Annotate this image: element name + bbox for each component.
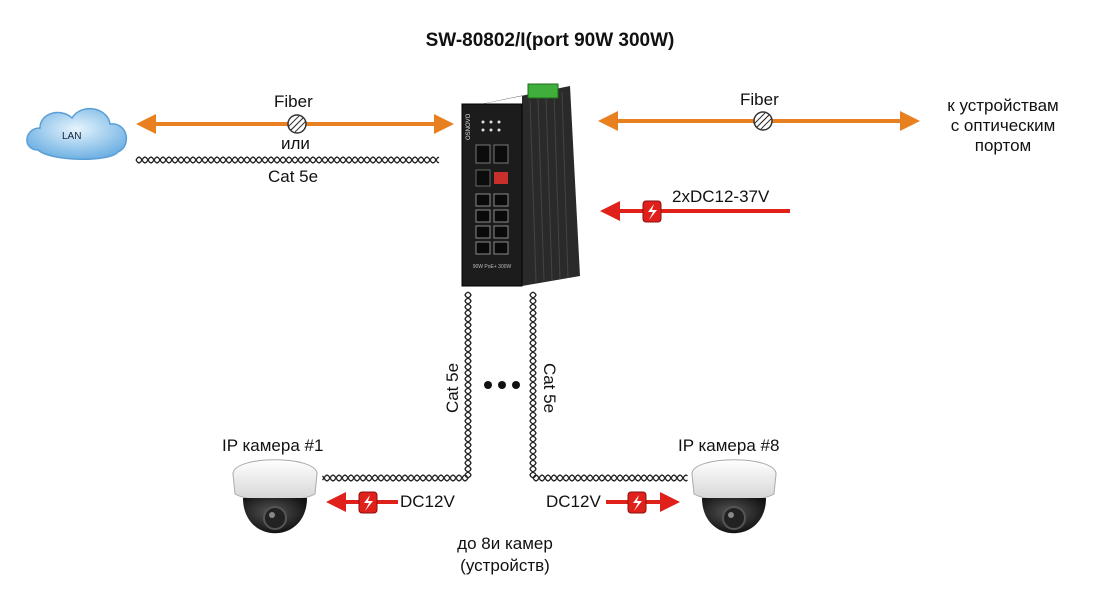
rj45-port-6 (493, 225, 509, 239)
fiber-right-label: Fiber (740, 90, 779, 109)
ip-camera-1-icon (232, 459, 318, 534)
fiber-left-label: Fiber (274, 92, 313, 111)
fiber-connector-right-icon (753, 111, 773, 131)
rj45-port-8 (493, 241, 509, 255)
ip-camera-8-icon (691, 459, 777, 534)
rj45-port-4 (493, 209, 509, 223)
rj45-port-3 (475, 209, 491, 223)
lightning-icon (633, 495, 642, 511)
devices-label-line-2: с оптическим (950, 116, 1056, 135)
power-input-label: 2xDC12-37V (672, 187, 770, 206)
or-label: или (281, 134, 310, 153)
dc-right-label: DC12V (546, 492, 601, 511)
camera-1-label: IP камера #1 (222, 436, 324, 455)
power-input-arrow (600, 200, 790, 223)
rj45-port-1 (475, 193, 491, 207)
cat5e-down-right-label: Cat 5e (540, 362, 560, 414)
power-terminal-block (527, 83, 559, 99)
devices-label-line-3: портом (974, 136, 1032, 155)
sfp-port-1 (475, 144, 491, 164)
lightning-icon (648, 204, 657, 220)
cat5e-down-left-label: Cat 5e (443, 362, 463, 414)
rj45-port-5 (475, 225, 491, 239)
more-devices-dots (484, 381, 520, 389)
switch-plate: 90W PoE+ 300W (473, 264, 512, 270)
dc-arrow-right (606, 491, 680, 514)
switch-brand: OSNOVO (466, 113, 472, 140)
rj45-port-2 (493, 193, 509, 207)
poe-switch: OSNOVO 90W PoE+ 300W (461, 83, 580, 287)
dc-left-label: DC12V (400, 492, 455, 511)
devices-label: к устройствам с оптическим портом (928, 96, 1078, 156)
footer-label-line-2: (устройств) (460, 556, 550, 575)
fiber-connector-left-icon (287, 114, 307, 134)
dc-arrow-left (326, 491, 398, 514)
footer-label: до 8и камер (устройств) (425, 533, 585, 577)
rj45-port-7 (475, 241, 491, 255)
diagram-title: SW-80802/I(port 90W 300W) (425, 30, 675, 51)
rj45-port-grid (475, 193, 509, 255)
cat5e-cable-left (135, 156, 440, 164)
lan-label: LAN (62, 131, 82, 142)
cat5e-left-label: Cat 5e (268, 167, 319, 186)
devices-label-line-1: к устройствам (947, 96, 1059, 115)
sfp-port-2 (493, 144, 509, 164)
lan-cloud-icon (26, 107, 128, 160)
dip-switch (494, 172, 508, 184)
footer-label-line-1: до 8и камер (457, 534, 553, 553)
lightning-icon (364, 495, 373, 511)
cat5e-cable-down-left (321, 291, 472, 482)
camera-8-label: IP камера #8 (678, 436, 780, 455)
cat5e-cable-down-right (529, 291, 688, 482)
